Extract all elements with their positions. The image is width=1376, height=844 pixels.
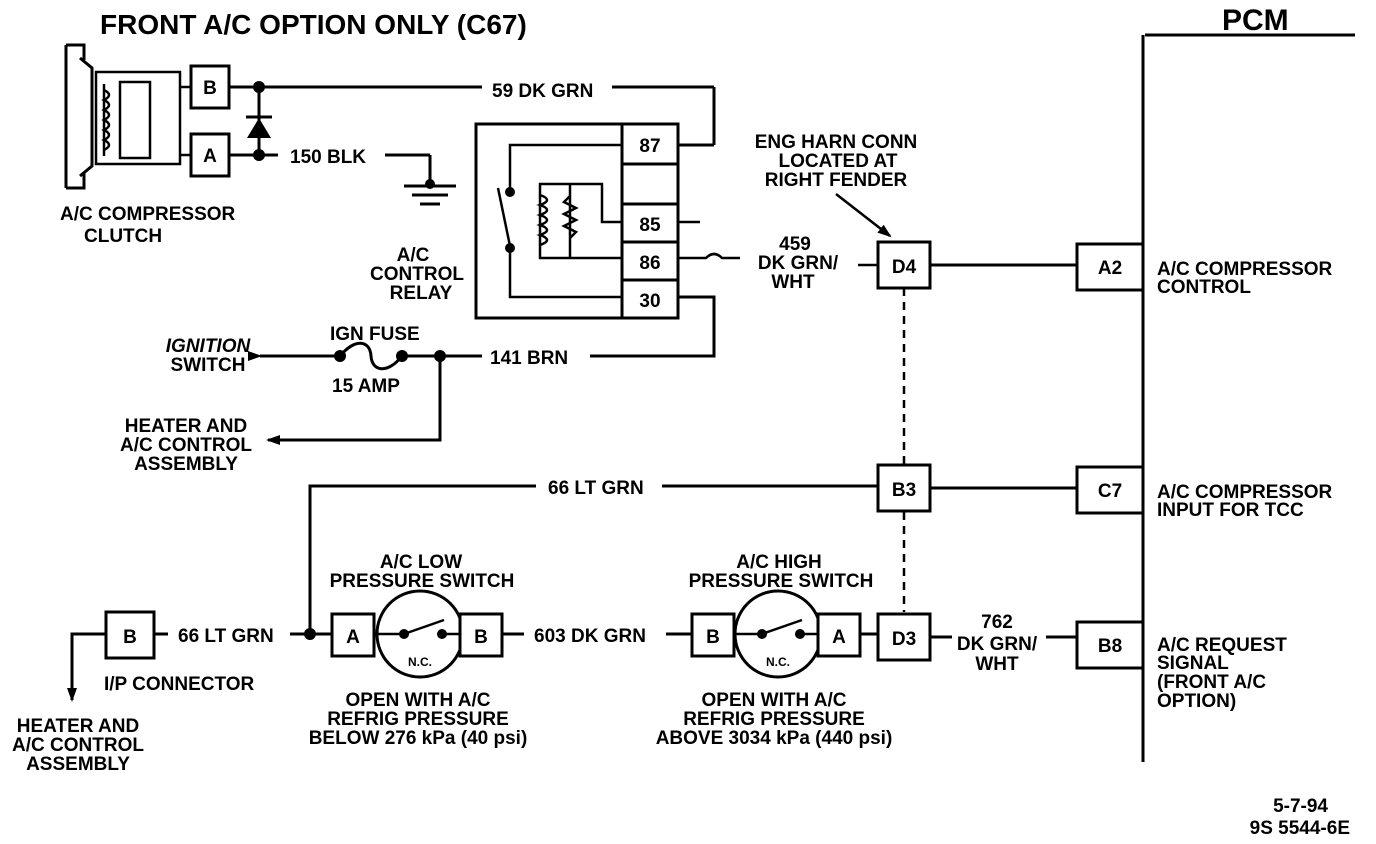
pcm-pin-b8-desc-3: (FRONT A/C xyxy=(1157,672,1266,693)
wire-603: 603 DK GRN xyxy=(502,626,692,647)
wire-459-label-2: DK GRN/ xyxy=(758,253,839,274)
relay-pin-86: 86 xyxy=(639,253,660,274)
wire-66-bottom-label: 66 LT GRN xyxy=(178,626,274,647)
low-switch-pin-a: A xyxy=(346,627,360,648)
high-switch-nc: N.C. xyxy=(766,655,790,669)
wire-603-label: 603 DK GRN xyxy=(534,626,646,647)
connector-d4: D4 xyxy=(876,240,932,290)
pcm-pin-b8-desc-2: SIGNAL xyxy=(1157,653,1229,674)
high-switch-note-3: ABOVE 3034 kPa (440 psi) xyxy=(656,728,893,749)
wire-141-label: 141 BRN xyxy=(490,348,568,369)
pcm-pin-b8-id: B8 xyxy=(1098,636,1122,657)
high-switch-note-1: OPEN WITH A/C xyxy=(702,690,847,711)
wire-459: 459 DK GRN/ WHT xyxy=(678,220,1077,293)
eng-harn-line-2: LOCATED AT xyxy=(779,151,898,172)
heater-bottom-label-1: HEATER AND xyxy=(17,716,139,737)
pcm-pin-b8: B8 A/C REQUEST SIGNAL (FRONT A/C OPTION) xyxy=(1075,620,1287,712)
pcm-pin-c7: C7 A/C COMPRESSOR INPUT FOR TCC xyxy=(1075,465,1333,521)
heater-top-label-3: ASSEMBLY xyxy=(134,454,238,475)
pcm-pin-b8-desc-4: OPTION) xyxy=(1157,691,1236,712)
eng-harn-line-3: RIGHT FENDER xyxy=(765,170,908,191)
relay-label-1: A/C xyxy=(397,245,430,266)
pcm-label: PCM xyxy=(1222,4,1289,37)
high-switch-title-1: A/C HIGH xyxy=(736,552,822,573)
relay-label-2: CONTROL xyxy=(370,264,464,285)
low-switch-title-1: A/C LOW xyxy=(380,552,462,573)
wire-762-label-2: DK GRN/ xyxy=(957,634,1038,655)
low-switch-note-1: OPEN WITH A/C xyxy=(346,690,491,711)
wire-459-label-1: 459 xyxy=(779,234,811,255)
wire-762-label-1: 762 xyxy=(981,612,1013,633)
high-switch-note-2: REFRIG PRESSURE xyxy=(683,709,865,730)
pcm-pin-a2-id: A2 xyxy=(1098,258,1122,279)
relay-pin-30: 30 xyxy=(639,291,660,312)
pcm-pin-b8-desc-1: A/C REQUEST xyxy=(1157,635,1287,656)
pcm-pin-a2: A2 A/C COMPRESSOR CONTROL xyxy=(1075,242,1333,298)
compressor-label-2: CLUTCH xyxy=(84,226,162,247)
footer-code: 9S 5544-6E xyxy=(1250,818,1350,839)
low-switch-note-2: REFRIG PRESSURE xyxy=(327,709,509,730)
wire-66-bottom: 66 LT GRN xyxy=(154,626,332,647)
relay-pin-87: 87 xyxy=(639,136,660,157)
wire-59: 59 DK GRN xyxy=(229,81,716,147)
low-switch-title-2: PRESSURE SWITCH xyxy=(330,571,515,592)
low-switch-note-3: BELOW 276 kPa (40 psi) xyxy=(309,728,528,749)
high-switch-pin-a: A xyxy=(832,627,846,648)
compressor-label-1: A/C COMPRESSOR xyxy=(60,204,236,225)
eng-harn-line-1: ENG HARN CONN xyxy=(755,132,918,153)
low-switch-pin-b: B xyxy=(474,627,488,648)
wire-59-label: 59 DK GRN xyxy=(492,81,593,102)
high-switch-pin-b: B xyxy=(706,627,720,648)
wire-762-label-3: WHT xyxy=(975,654,1019,675)
connector-d3-id: D3 xyxy=(892,629,916,650)
pcm-pin-a2-desc-1: A/C COMPRESSOR xyxy=(1157,259,1333,280)
diagram-title: FRONT A/C OPTION ONLY (C67) xyxy=(100,9,527,40)
low-switch-nc: N.C. xyxy=(408,655,432,669)
high-switch-title-2: PRESSURE SWITCH xyxy=(689,571,874,592)
high-pressure-switch: A/C HIGH PRESSURE SWITCH B A N.C. OPEN W… xyxy=(656,552,893,749)
relay-label-3: RELAY xyxy=(390,283,453,304)
compressor-term-b: B xyxy=(203,78,217,99)
connector-d3: D3 xyxy=(876,612,932,662)
low-pressure-switch: A/C LOW PRESSURE SWITCH A B N.C. OPEN WI… xyxy=(309,552,528,749)
ign-fuse: IGN FUSE 15 AMP IGNITION SWITCH HEATER A… xyxy=(120,324,446,475)
connector-b3: B3 xyxy=(876,463,932,513)
wire-150-label: 150 BLK xyxy=(290,147,366,168)
pcm-pin-a2-desc-2: CONTROL xyxy=(1157,277,1251,298)
heater-bottom-label-3: ASSEMBLY xyxy=(26,754,130,775)
heater-top-label-1: HEATER AND xyxy=(125,416,247,437)
fuse-top-label: IGN FUSE xyxy=(330,324,420,345)
pcm-pin-c7-desc-2: INPUT FOR TCC xyxy=(1157,500,1304,521)
wire-66-top: 66 LT GRN xyxy=(308,478,1077,634)
ignition-label-2: SWITCH xyxy=(171,355,246,376)
fuse-bottom-label: 15 AMP xyxy=(332,376,400,397)
control-relay: 87 85 86 30 A/C CONTROL RELAY xyxy=(370,122,680,320)
compressor-clutch: B A A/C COMPRESSOR CLUTCH xyxy=(60,43,236,247)
diode xyxy=(246,81,272,161)
connector-b3-id: B3 xyxy=(892,480,916,501)
connector-d4-id: D4 xyxy=(892,257,917,278)
wire-66-top-label: 66 LT GRN xyxy=(548,478,644,499)
wire-141: 141 BRN xyxy=(440,295,716,369)
eng-harn-label: ENG HARN CONN LOCATED AT RIGHT FENDER xyxy=(755,132,918,238)
pcm-pin-c7-desc-1: A/C COMPRESSOR xyxy=(1157,482,1333,503)
ip-connector-pin: B xyxy=(123,627,137,648)
ignition-label-1: IGNITION xyxy=(166,336,252,357)
wire-150: 150 BLK xyxy=(229,147,456,206)
compressor-term-a: A xyxy=(203,146,217,167)
footer-date: 5-7-94 xyxy=(1273,796,1328,817)
heater-bottom-label-2: A/C CONTROL xyxy=(12,735,144,756)
ip-connector-label: I/P CONNECTOR xyxy=(104,674,255,695)
pcm-pin-c7-id: C7 xyxy=(1098,481,1122,502)
relay-pin-85: 85 xyxy=(639,215,661,236)
wire-762: 762 DK GRN/ WHT xyxy=(930,612,1077,675)
heater-top-label-2: A/C CONTROL xyxy=(120,435,252,456)
wire-459-label-3: WHT xyxy=(771,272,815,293)
